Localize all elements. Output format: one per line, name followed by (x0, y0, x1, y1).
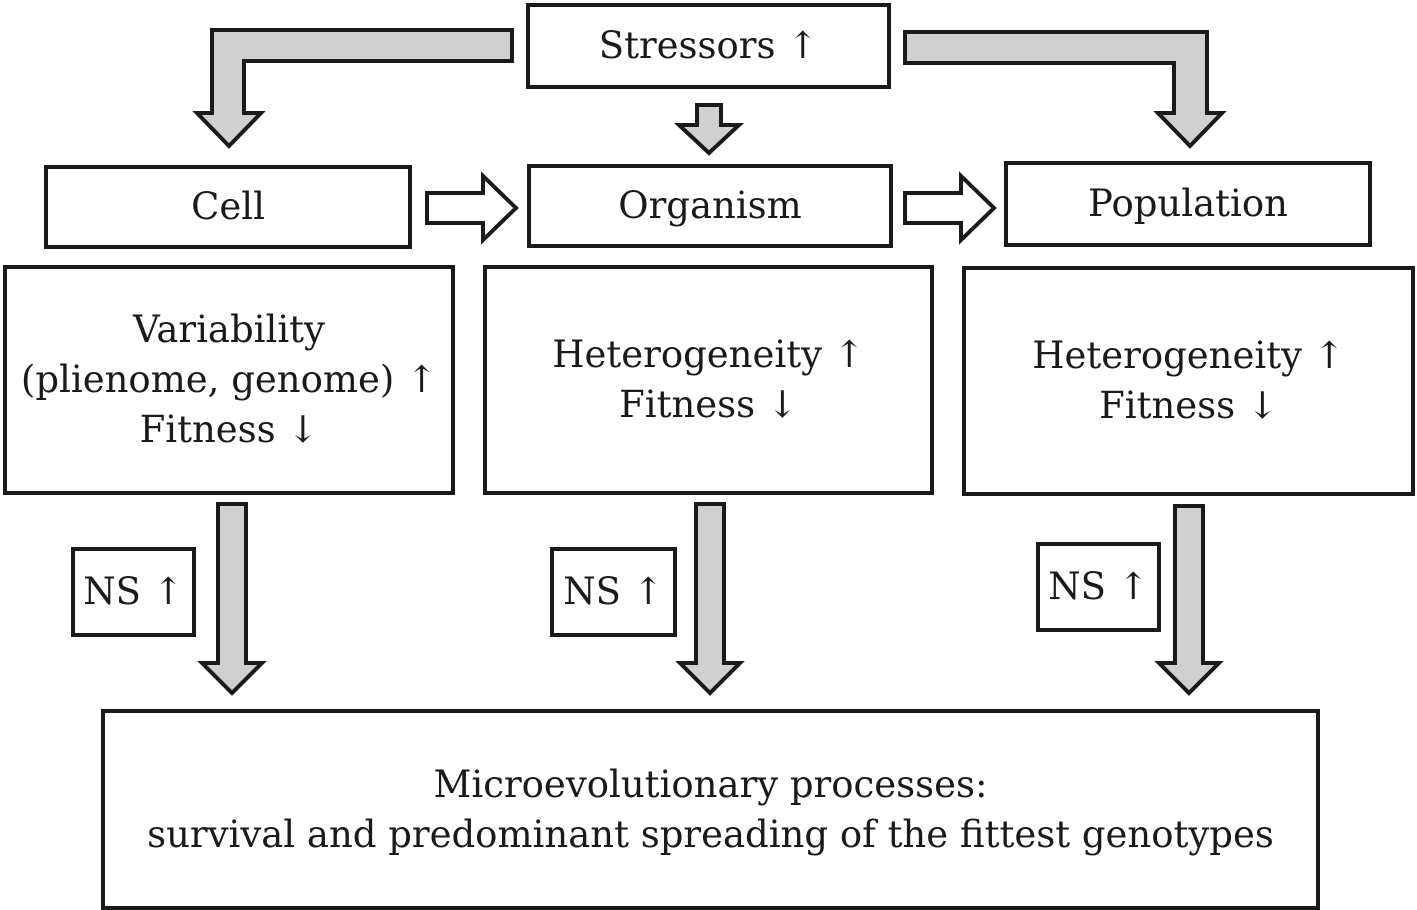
arrow-stressors-to-population (903, 30, 1227, 149)
organism-label: Organism (618, 184, 802, 227)
cell-plienome-genome: (plienome, genome) ↑ (20, 358, 438, 401)
organism-heterogeneity: Heterogeneity ↑ (552, 333, 865, 376)
population-details-box: Heterogeneity ↑ Fitness ↓ (962, 266, 1415, 496)
arrow-organism-to-population (903, 171, 997, 245)
organism-details-box: Heterogeneity ↑ Fitness ↓ (483, 265, 934, 495)
organism-fitness: Fitness ↓ (619, 383, 798, 426)
cell-variability: Variability (133, 308, 325, 351)
microevolution-description: survival and predominant spreading of th… (147, 812, 1274, 856)
arrow-organism-to-outcome (675, 502, 745, 696)
stressors-label: Stressors ↑ (598, 24, 819, 67)
organism-ns-box: NS ↑ (550, 547, 677, 637)
arrow-stressors-to-organism (673, 103, 745, 156)
cell-ns-label: NS ↑ (83, 570, 184, 613)
stressors-box: Stressors ↑ (526, 3, 891, 89)
cell-details-box: Variability (plienome, genome) ↑ Fitness… (3, 265, 455, 495)
population-box: Population (1004, 161, 1372, 247)
microevolution-title: Microevolutionary processes: (433, 762, 988, 806)
organism-ns-label: NS ↑ (563, 570, 664, 613)
population-ns-label: NS ↑ (1048, 565, 1149, 608)
microevolution-box: Microevolutionary processes: survival an… (101, 709, 1320, 910)
organism-box: Organism (527, 164, 893, 248)
cell-box: Cell (44, 165, 412, 249)
population-heterogeneity: Heterogeneity ↑ (1032, 334, 1345, 377)
cell-label: Cell (191, 185, 265, 228)
population-fitness: Fitness ↓ (1099, 384, 1278, 427)
cell-ns-box: NS ↑ (71, 547, 196, 637)
cell-fitness: Fitness ↓ (139, 408, 319, 451)
population-ns-box: NS ↑ (1036, 542, 1161, 632)
arrow-cell-to-organism (425, 171, 519, 245)
population-label: Population (1088, 182, 1288, 225)
arrow-population-to-outcome (1154, 504, 1224, 696)
arrow-stressors-to-cell (192, 28, 514, 149)
arrow-cell-to-outcome (197, 502, 267, 696)
